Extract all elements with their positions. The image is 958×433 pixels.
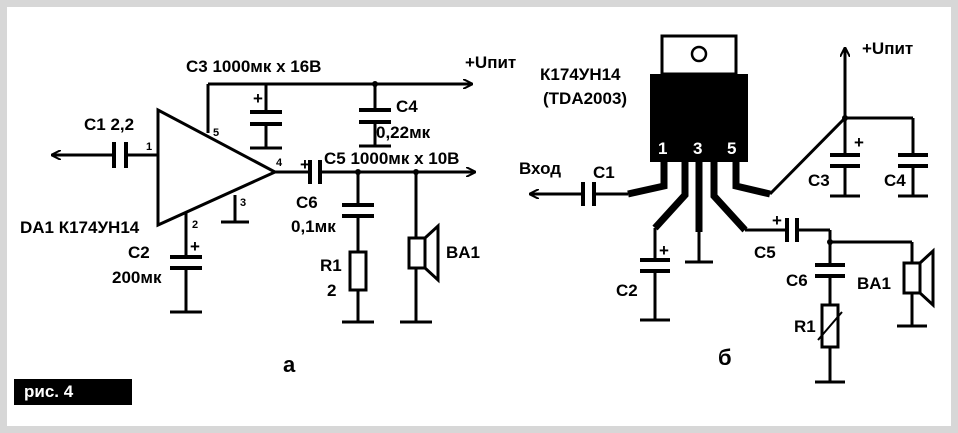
speaker-ba1-a — [407, 236, 427, 270]
plus-c3-a: + — [253, 89, 263, 108]
label-c1-a: C1 2,2 — [84, 115, 134, 134]
label-c3-a: C3 1000мк х 16В — [186, 57, 321, 76]
pin-3-b: 3 — [693, 139, 702, 158]
label-c2-b: C2 — [616, 281, 638, 300]
pin-4-a: 4 — [276, 157, 283, 169]
pin-5-a: 5 — [213, 127, 219, 139]
label-c4-value-a: 0,22мк — [376, 123, 431, 142]
label-ic-alt: (TDA2003) — [543, 89, 627, 108]
label-c4-b: C4 — [884, 171, 906, 190]
label-r1-value-a: 2 — [327, 281, 336, 300]
plus-c5-b: + — [772, 211, 782, 230]
speaker-ba1-b — [902, 261, 922, 295]
label-c5-a: C5 1000мк х 10В — [324, 149, 459, 168]
plus-c2-b: + — [659, 241, 669, 260]
label-c6-b: C6 — [786, 271, 808, 290]
resistor-r1-a — [348, 250, 368, 292]
label-c4-a: C4 — [396, 97, 418, 116]
plus-c5-a: + — [300, 155, 310, 174]
ic-body — [650, 74, 748, 162]
pin-3-a: 3 — [240, 197, 246, 209]
pin-1-a: 1 — [146, 141, 152, 153]
figure-label: рис. 4 — [14, 379, 132, 405]
label-da1: DA1 К174УН14 — [20, 218, 140, 237]
label-c2-a: C2 — [128, 243, 150, 262]
amplifier-da1-symbol — [156, 107, 279, 228]
label-c3-b: C3 — [808, 171, 830, 190]
label-r1-a: R1 — [320, 256, 342, 275]
schematic-a — [52, 81, 475, 324]
label-c6-a: C6 — [296, 193, 318, 212]
label-ba1-a: BA1 — [446, 243, 480, 262]
label-ba1-b: BA1 — [857, 274, 891, 293]
label-supply-a: +Uпит — [465, 53, 516, 72]
label-input-b: Вход — [519, 159, 561, 178]
label-supply-b: +Uпит — [862, 39, 913, 58]
pin-1-b: 1 — [658, 139, 667, 158]
pin-5-b: 5 — [727, 139, 736, 158]
label-c1-b: C1 — [593, 163, 615, 182]
schematic-b — [530, 34, 935, 384]
label-ic-name: К174УН14 — [540, 65, 621, 84]
caption-a: а — [283, 352, 296, 377]
pin-2-a: 2 — [192, 219, 198, 231]
label-r1-b: R1 — [794, 317, 816, 336]
plus-c3-b: + — [854, 133, 864, 152]
label-c5-b: C5 — [754, 243, 776, 262]
label-c2-value-a: 200мк — [112, 268, 162, 287]
label-c6-value-a: 0,1мк — [291, 217, 336, 236]
plus-c2-a: + — [190, 237, 200, 256]
caption-b: б — [718, 345, 732, 370]
